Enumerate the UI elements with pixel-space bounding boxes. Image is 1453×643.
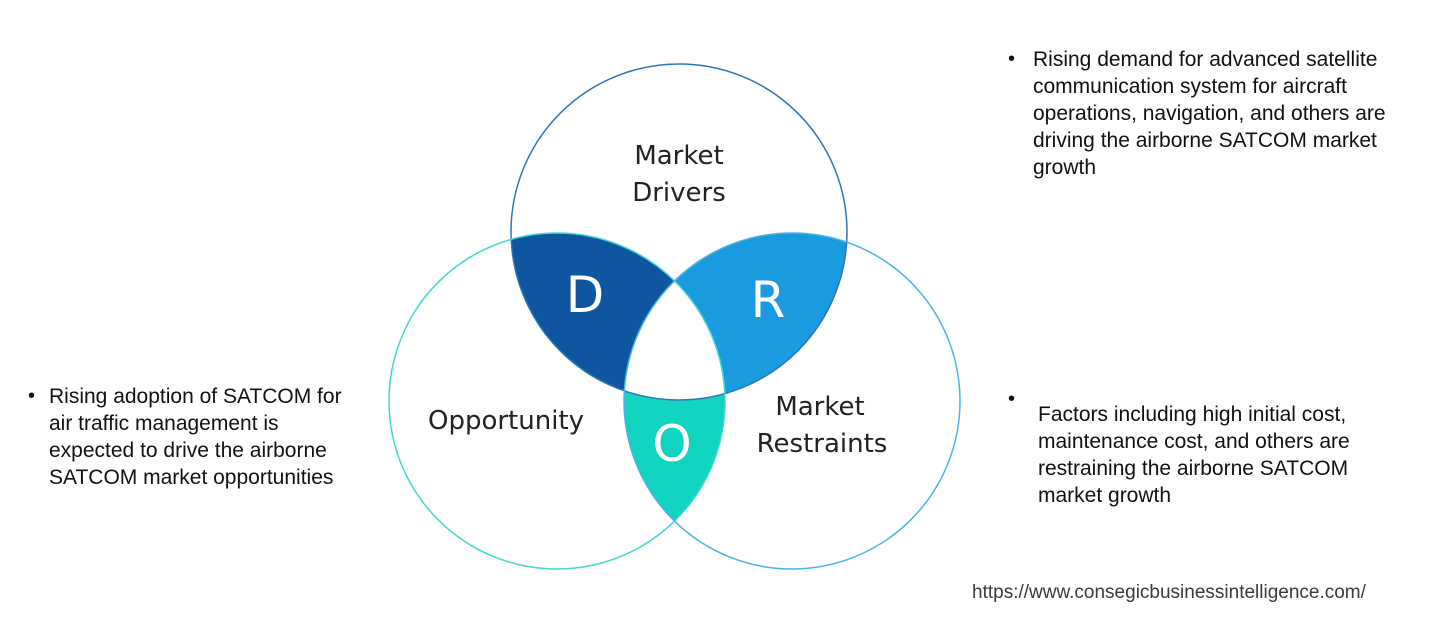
market-drivers-circle — [510, 63, 848, 401]
restraints-label-line1: Market — [775, 392, 864, 422]
drivers-letter: D — [566, 266, 605, 324]
bullet-dot: • — [28, 385, 36, 407]
opportunity-label: Opportunity — [428, 406, 584, 436]
opportunity-note-text: Rising adoption of SATCOM for air traffi… — [49, 385, 342, 489]
drivers-note-text: Rising demand for advanced satellite com… — [1033, 48, 1386, 179]
drivers-opportunity-overlap — [511, 233, 725, 400]
bullet-dot: • — [1008, 388, 1016, 410]
drivers-label-line2: Drivers — [632, 178, 726, 208]
opportunity-letter: O — [652, 415, 691, 473]
opportunity-circle — [388, 232, 726, 570]
market-restraints-circle — [623, 232, 961, 570]
bullet-dot: • — [1008, 48, 1016, 70]
source-url[interactable]: https://www.consegicbusinessintelligence… — [972, 582, 1366, 603]
drivers-label-line1: Market — [634, 141, 723, 171]
restraints-letter: R — [751, 271, 786, 329]
restraints-label-line2: Restraints — [757, 429, 888, 459]
drivers-restraints-overlap — [624, 233, 847, 400]
restraints-note-text: Factors including high initial cost, mai… — [1038, 403, 1350, 507]
